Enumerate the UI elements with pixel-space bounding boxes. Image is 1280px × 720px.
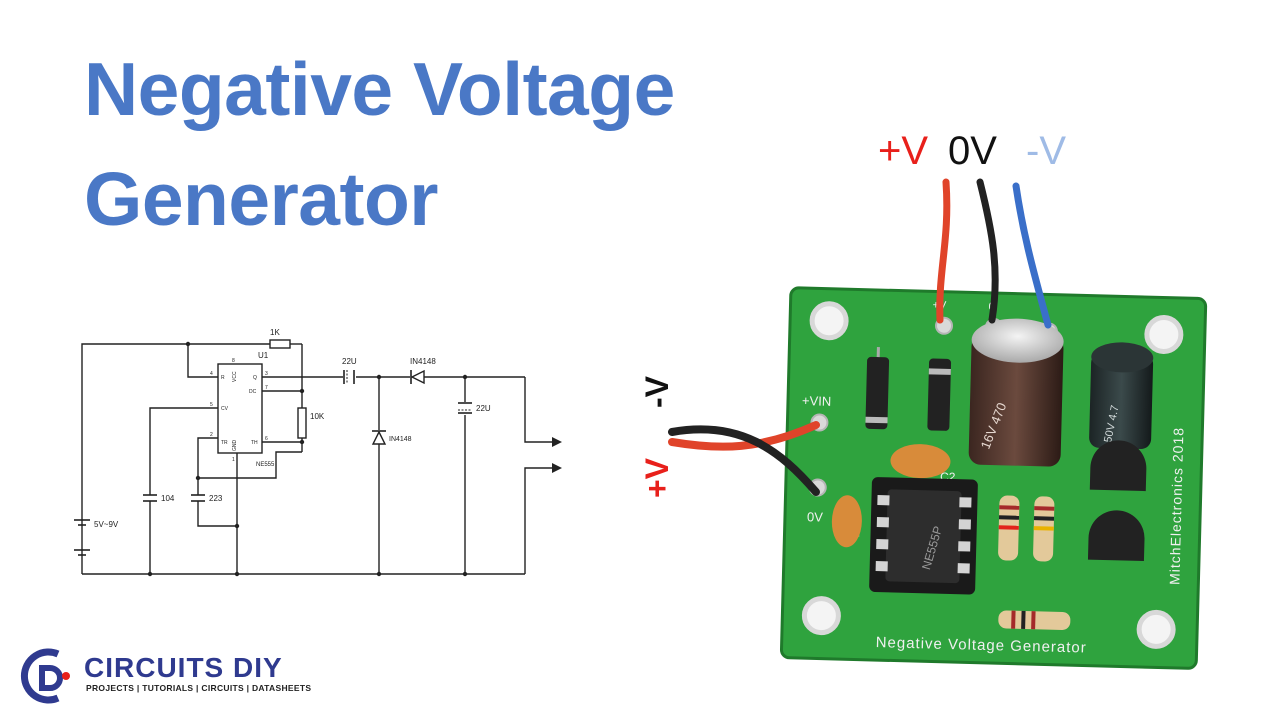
silk-0v: 0V	[807, 509, 824, 524]
resistor-component-1	[998, 495, 1020, 561]
diode-component-1	[865, 346, 890, 430]
capacitor-4-7uf: 50V 4.7	[1089, 342, 1154, 449]
ne555-chip: NE555P	[869, 477, 978, 595]
resistor-r1	[269, 339, 291, 349]
circuit-schematic: U1 NE555 R Q DC CV TR TH VCC GND 4 8 3 7…	[74, 328, 562, 577]
capacitor-c1	[343, 370, 355, 384]
silk-bottom-label: Negative Voltage Generator	[875, 634, 1086, 657]
resistor-component-2	[1033, 496, 1055, 562]
ic-part: NE555	[256, 462, 275, 468]
pin-gnd: GND	[232, 440, 238, 452]
pin-q: Q	[253, 375, 257, 381]
capacitor-c3	[143, 494, 157, 502]
label-plus-v-top: +V	[878, 129, 928, 173]
schematic-wires	[81, 343, 552, 575]
circuits-diy-logo-icon	[20, 648, 70, 704]
junction-dots	[147, 341, 468, 577]
logo-tagline: PROJECTS | TUTORIALS | CIRCUITS | DATASH…	[86, 683, 312, 693]
resistor-r1-label: 1K	[270, 328, 280, 337]
label-plus-v-side: +V	[639, 457, 675, 498]
mounting-holes	[801, 301, 1184, 649]
transistor-2	[1087, 510, 1145, 562]
label-zero-v-top: 0V	[948, 129, 997, 173]
logo-text: CIRCUITS DIY	[84, 652, 283, 683]
pin-num-3: 3	[265, 371, 268, 377]
pcb-board: +VIN 0V +V 0 C1 C2 Negative Voltage Gene…	[779, 286, 1208, 670]
capacitor-c4	[191, 494, 205, 502]
pin-cv: CV	[221, 406, 229, 412]
pin-dc: DC	[249, 389, 257, 395]
resistor-r2-label: 10K	[310, 412, 325, 421]
pin-num-4: 4	[210, 371, 213, 377]
capacitor-c1-label: 22U	[342, 357, 357, 366]
battery-symbol	[74, 519, 90, 556]
capacitor-c2	[458, 402, 472, 414]
pcb-illustration: +V 0V -V -V +V +VIN 0V +V 0 C1 C2 Negati…	[639, 129, 1208, 670]
resistor-component-3	[998, 610, 1071, 630]
diode-component-2	[927, 358, 952, 431]
pin-vcc: VCC	[232, 371, 238, 382]
pin-num-8: 8	[232, 358, 235, 364]
silk-side-label: MitchElectronics 2018	[1166, 427, 1186, 585]
pin-num-2: 2	[210, 432, 213, 438]
wires	[668, 178, 1052, 496]
silk-vin: +VIN	[802, 393, 832, 409]
pin-r: R	[221, 375, 225, 381]
battery-label: 5V~9V	[94, 520, 119, 529]
capacitor-470uf: 16V 470	[968, 318, 1064, 467]
capacitor-c2-label: 22U	[476, 404, 491, 413]
capacitor-c3-label: 104	[161, 494, 175, 503]
diode-d2-label: IN4148	[389, 436, 412, 443]
pin-tr: TR	[221, 440, 228, 446]
diode-d1	[410, 369, 425, 385]
label-minus-v-side: -V	[639, 375, 675, 408]
pin-num-1: 1	[232, 457, 235, 463]
page-title-line1: Negative Voltage	[84, 47, 675, 131]
diode-d1-label: IN4148	[410, 357, 436, 366]
pin-num-6: 6	[265, 436, 268, 442]
label-minus-v-top: -V	[1026, 129, 1066, 173]
diode-d2	[371, 430, 387, 445]
output-arrows	[552, 437, 562, 473]
ceramic-cap-c2	[890, 444, 951, 479]
ic-ref: U1	[258, 351, 269, 360]
capacitor-c4-label: 223	[209, 494, 223, 503]
pin-th: TH	[251, 440, 258, 446]
page-title-line2: Generator	[84, 157, 438, 241]
ic-body	[217, 363, 263, 454]
ceramic-cap-c1	[831, 495, 862, 548]
resistor-r2	[297, 407, 307, 439]
transistor-1	[1089, 440, 1147, 492]
pin-num-5: 5	[210, 402, 213, 408]
pin-num-7: 7	[265, 385, 268, 391]
